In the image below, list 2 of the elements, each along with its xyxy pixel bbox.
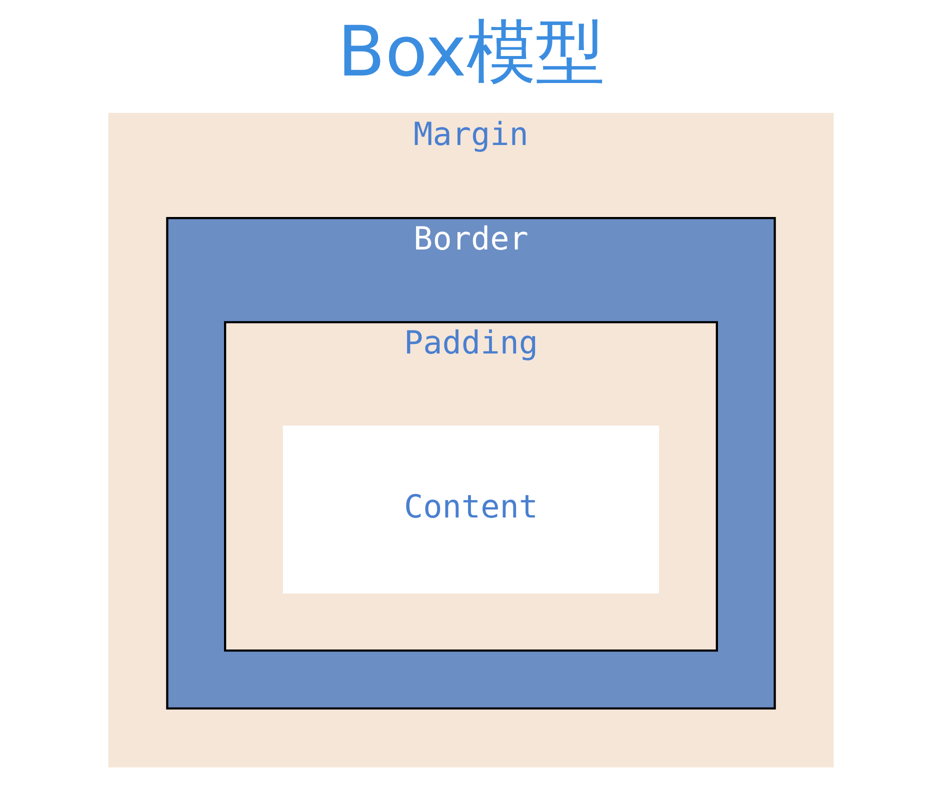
node-box: Content bbox=[282, 426, 660, 594]
diagram-title: Box模型 bbox=[337, 12, 605, 92]
